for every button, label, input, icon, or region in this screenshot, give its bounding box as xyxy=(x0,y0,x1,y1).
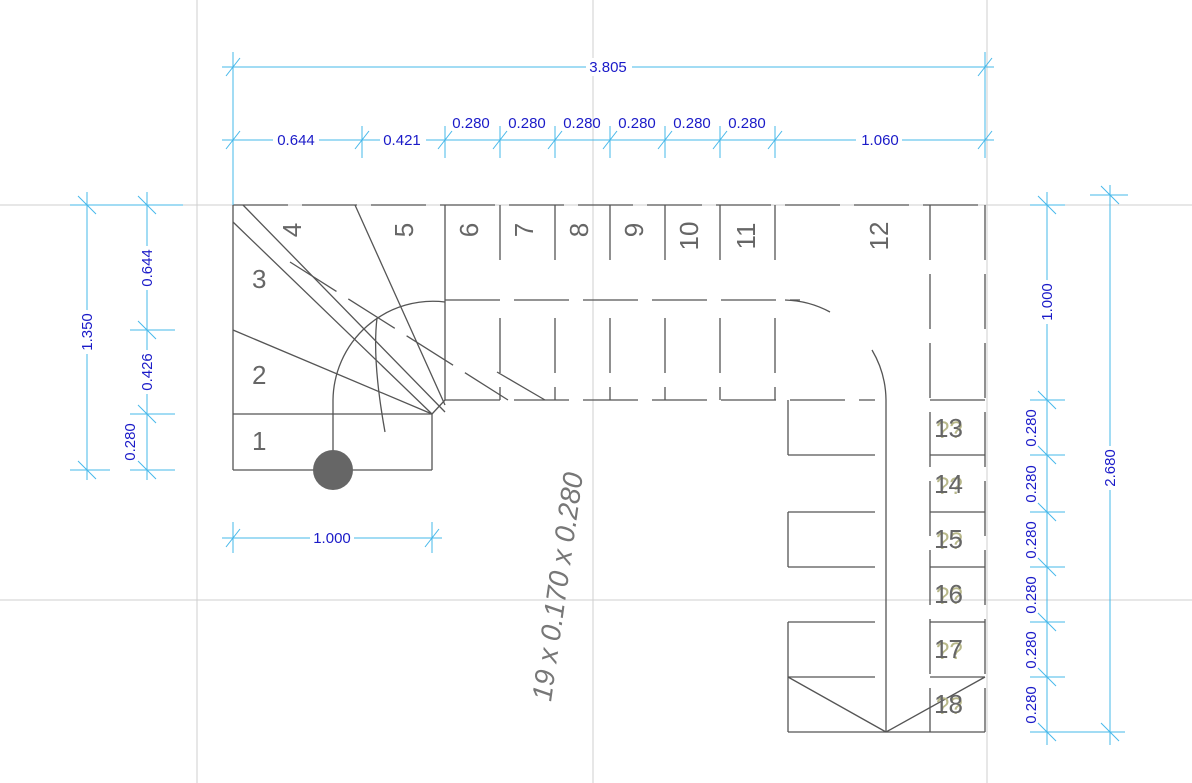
step-number: 13 xyxy=(934,413,963,443)
left-dimension-segments: 0.644 0.426 0.280 xyxy=(122,192,175,480)
svg-text:??: ?? xyxy=(936,638,963,665)
walkline-start-dot xyxy=(313,450,353,490)
dimension-label: 0.421 xyxy=(383,132,421,149)
dimension-label: 0.280 xyxy=(563,115,601,132)
step-number: 10 xyxy=(674,222,704,251)
step-number: 12 xyxy=(864,222,894,251)
dimension-label: 0.280 xyxy=(1023,521,1040,559)
step-number: 11 xyxy=(731,223,761,250)
svg-text:??: ?? xyxy=(936,583,963,610)
step-number: 5 xyxy=(389,223,419,237)
step-number: 16 xyxy=(934,579,963,609)
step-number: 14 xyxy=(934,469,963,499)
dimension-label: 0.280 xyxy=(508,115,546,132)
dimension-label: 0.280 xyxy=(1023,409,1040,447)
step-number: 9 xyxy=(619,223,649,237)
step-number: 17 xyxy=(934,634,963,664)
step-number: 4 xyxy=(277,223,307,237)
dimension-label: 1.000 xyxy=(313,530,351,547)
svg-text:??: ?? xyxy=(936,528,963,555)
svg-text:??: ?? xyxy=(936,473,963,500)
right-dimension-segments: 1.000 0.280 0.280 0.280 0.280 0.280 0.28… xyxy=(1023,192,1125,745)
step-number: 18 xyxy=(934,689,963,719)
dimension-label: 0.280 xyxy=(452,115,490,132)
top-dimension-segments: 0.644 0.421 0.280 0.280 0.280 0.280 0.28… xyxy=(222,115,994,158)
step-number: 1 xyxy=(252,426,266,456)
dimension-label: 0.280 xyxy=(1023,465,1040,503)
dimension-label: 1.060 xyxy=(861,132,899,149)
dimension-label: 2.680 xyxy=(1102,449,1119,487)
dimension-label: 0.644 xyxy=(277,132,315,149)
svg-text:??: ?? xyxy=(936,417,963,444)
step-number: 7 xyxy=(509,223,539,237)
stair-outline xyxy=(232,204,986,733)
dimension-label: 1.000 xyxy=(1039,283,1056,321)
step-number: 15 xyxy=(934,524,963,554)
dimension-label: 0.280 xyxy=(1023,631,1040,669)
dimension-label: 0.280 xyxy=(728,115,766,132)
step-number: 6 xyxy=(454,223,484,237)
dimension-label: 0.280 xyxy=(122,423,139,461)
bottom-dimension: 1.000 xyxy=(222,522,442,553)
dimension-label: 0.280 xyxy=(1023,686,1040,724)
svg-text:??: ?? xyxy=(936,693,963,720)
dimension-label: 0.280 xyxy=(673,115,711,132)
step-number: 3 xyxy=(252,264,266,294)
dimension-label: 0.644 xyxy=(139,249,156,287)
step-number: 2 xyxy=(252,360,266,390)
dimension-label: 0.280 xyxy=(1023,576,1040,614)
dimension-label: 0.426 xyxy=(139,353,156,391)
ghost-labels: ?? ?? ?? ?? ?? ?? xyxy=(936,417,963,720)
top-dimension-total: 3.805 xyxy=(222,52,994,205)
dimension-label: 3.805 xyxy=(589,59,627,76)
left-dimension-total: 1.350 xyxy=(70,192,183,480)
dimension-label: 1.350 xyxy=(79,313,96,351)
stair-spec-label: 19 x 0.170 x 0.280 xyxy=(526,470,589,703)
right-dimension-total: 2.680 xyxy=(1090,185,1128,745)
dimension-label: 0.280 xyxy=(618,115,656,132)
step-numbers: 1 2 3 4 5 6 7 8 9 10 11 12 13 14 15 16 1… xyxy=(252,222,963,719)
step-number: 8 xyxy=(564,223,594,237)
